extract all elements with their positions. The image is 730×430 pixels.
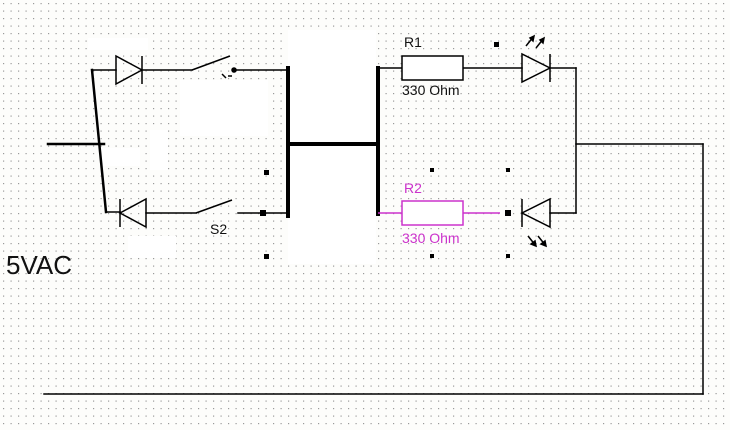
s2-reference-label: S2 [210,221,228,237]
blank-regions [88,30,376,264]
wires[interactable] [43,66,704,395]
source-label: 5VAC [6,250,72,280]
resistor-icon[interactable] [401,200,464,226]
led-icon[interactable] [521,34,552,84]
switch-icon[interactable] [195,199,266,216]
junction-dots [264,42,511,259]
resistor-icon[interactable] [401,55,464,81]
led-icon[interactable] [520,197,551,248]
diode-icon[interactable] [115,54,144,86]
diode-icon[interactable] [118,197,147,229]
r2-reference-label: R2 [404,180,422,196]
bridge-diagonal[interactable] [90,68,108,214]
switch-icon[interactable] [191,55,237,79]
r1-value-label: 330 Ohm [402,82,460,98]
r1-reference-label: R1 [404,34,422,50]
r2-value-label: 330 Ohm [402,230,460,246]
